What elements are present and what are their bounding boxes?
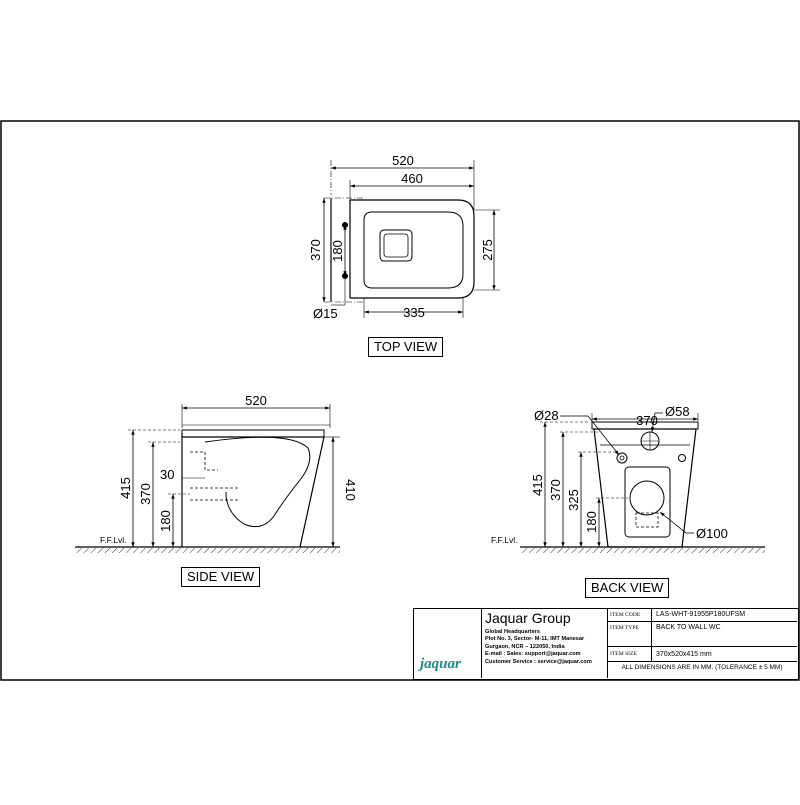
item-size-row: ITEM SIZE 370x520x415 mm (607, 647, 797, 662)
title-block: jaquar Jaquar Group Global Headquarters … (413, 608, 799, 680)
item-code-value: LAS-WHT-91955P180UFSM (656, 611, 746, 618)
side-dim-height-front: 410 (343, 479, 358, 501)
top-view-label: TOP VIEW (368, 337, 444, 357)
side-dim-height-with-seat: 415 (118, 477, 133, 499)
side-floor-label: F.F.Lvl. (100, 535, 126, 545)
top-dim-width: 370 (308, 239, 323, 261)
item-type-row: ITEM TYPE BACK TO WALL WC (607, 622, 797, 647)
back-dim-inlet-height: 325 (566, 489, 581, 511)
side-view-label: SIDE VIEW (181, 567, 261, 587)
back-view-label: BACK VIEW (585, 578, 670, 598)
top-dim-bowl-width: 275 (480, 239, 495, 261)
back-dim-height-with-seat: 415 (530, 474, 545, 496)
company-address: Global Headquarters Plot No. 3, Sector- … (485, 629, 592, 666)
address-line: Gurgaon, NCR – 122050, India (485, 643, 565, 650)
company-name: Jaquar Group (485, 610, 571, 626)
address-line: E-mail : Sales: support@jaquar.com (485, 651, 581, 658)
address-line: Global Headquarters (485, 629, 541, 635)
back-dim-outlet: Ø100 (696, 526, 728, 541)
item-type-key: ITEM TYPE (607, 622, 652, 646)
top-view-drawing (322, 160, 500, 318)
item-code-key: ITEM CODE (607, 609, 652, 621)
sheet-border (0, 120, 800, 681)
item-size-key: ITEM SIZE (607, 647, 652, 661)
item-code-row: ITEM CODE LAS-WHT-91955P180UFSM (607, 609, 797, 622)
top-dim-seat-length: 460 (401, 171, 423, 186)
back-dim-outlet-height: 180 (584, 511, 599, 533)
logo-cell: jaquar (414, 609, 482, 678)
logo-wordmark: jaquar (420, 656, 461, 672)
side-dim-outlet-height: 180 (158, 510, 173, 532)
item-size-value: 370x520x415 mm (656, 651, 712, 658)
side-view-drawing (75, 404, 340, 553)
back-dim-width: 370 (636, 413, 658, 428)
address-line: Customer Service : service@jaquar.com (485, 658, 592, 665)
back-floor-label: F.F.Lvl. (491, 535, 517, 545)
top-dim-overall-length: 520 (392, 153, 414, 168)
back-view-drawing (520, 412, 765, 553)
side-dim-length: 520 (245, 393, 267, 408)
side-dim-outlet-offset: 30 (160, 467, 174, 482)
company-cell: Jaquar Group Global Headquarters Plot No… (481, 609, 608, 678)
item-type-value: BACK TO WALL WC (656, 624, 721, 631)
top-dim-fixing-hole: Ø15 (313, 306, 338, 321)
back-dim-height-mid: 370 (548, 479, 563, 501)
tolerance-note: ALL DIMENSIONS ARE IN MM. (TOLERANCE ± 5… (621, 664, 783, 671)
back-dim-inlet-large: Ø58 (665, 404, 690, 419)
side-dim-height-mid: 370 (138, 483, 153, 505)
top-dim-bowl-length: 335 (403, 305, 425, 320)
back-dim-inlet: Ø28 (534, 408, 559, 423)
top-dim-fixing-spacing: 180 (330, 240, 345, 262)
address-line: Plot No. 3, Sector- M-11, IMT Manesar (485, 636, 585, 643)
